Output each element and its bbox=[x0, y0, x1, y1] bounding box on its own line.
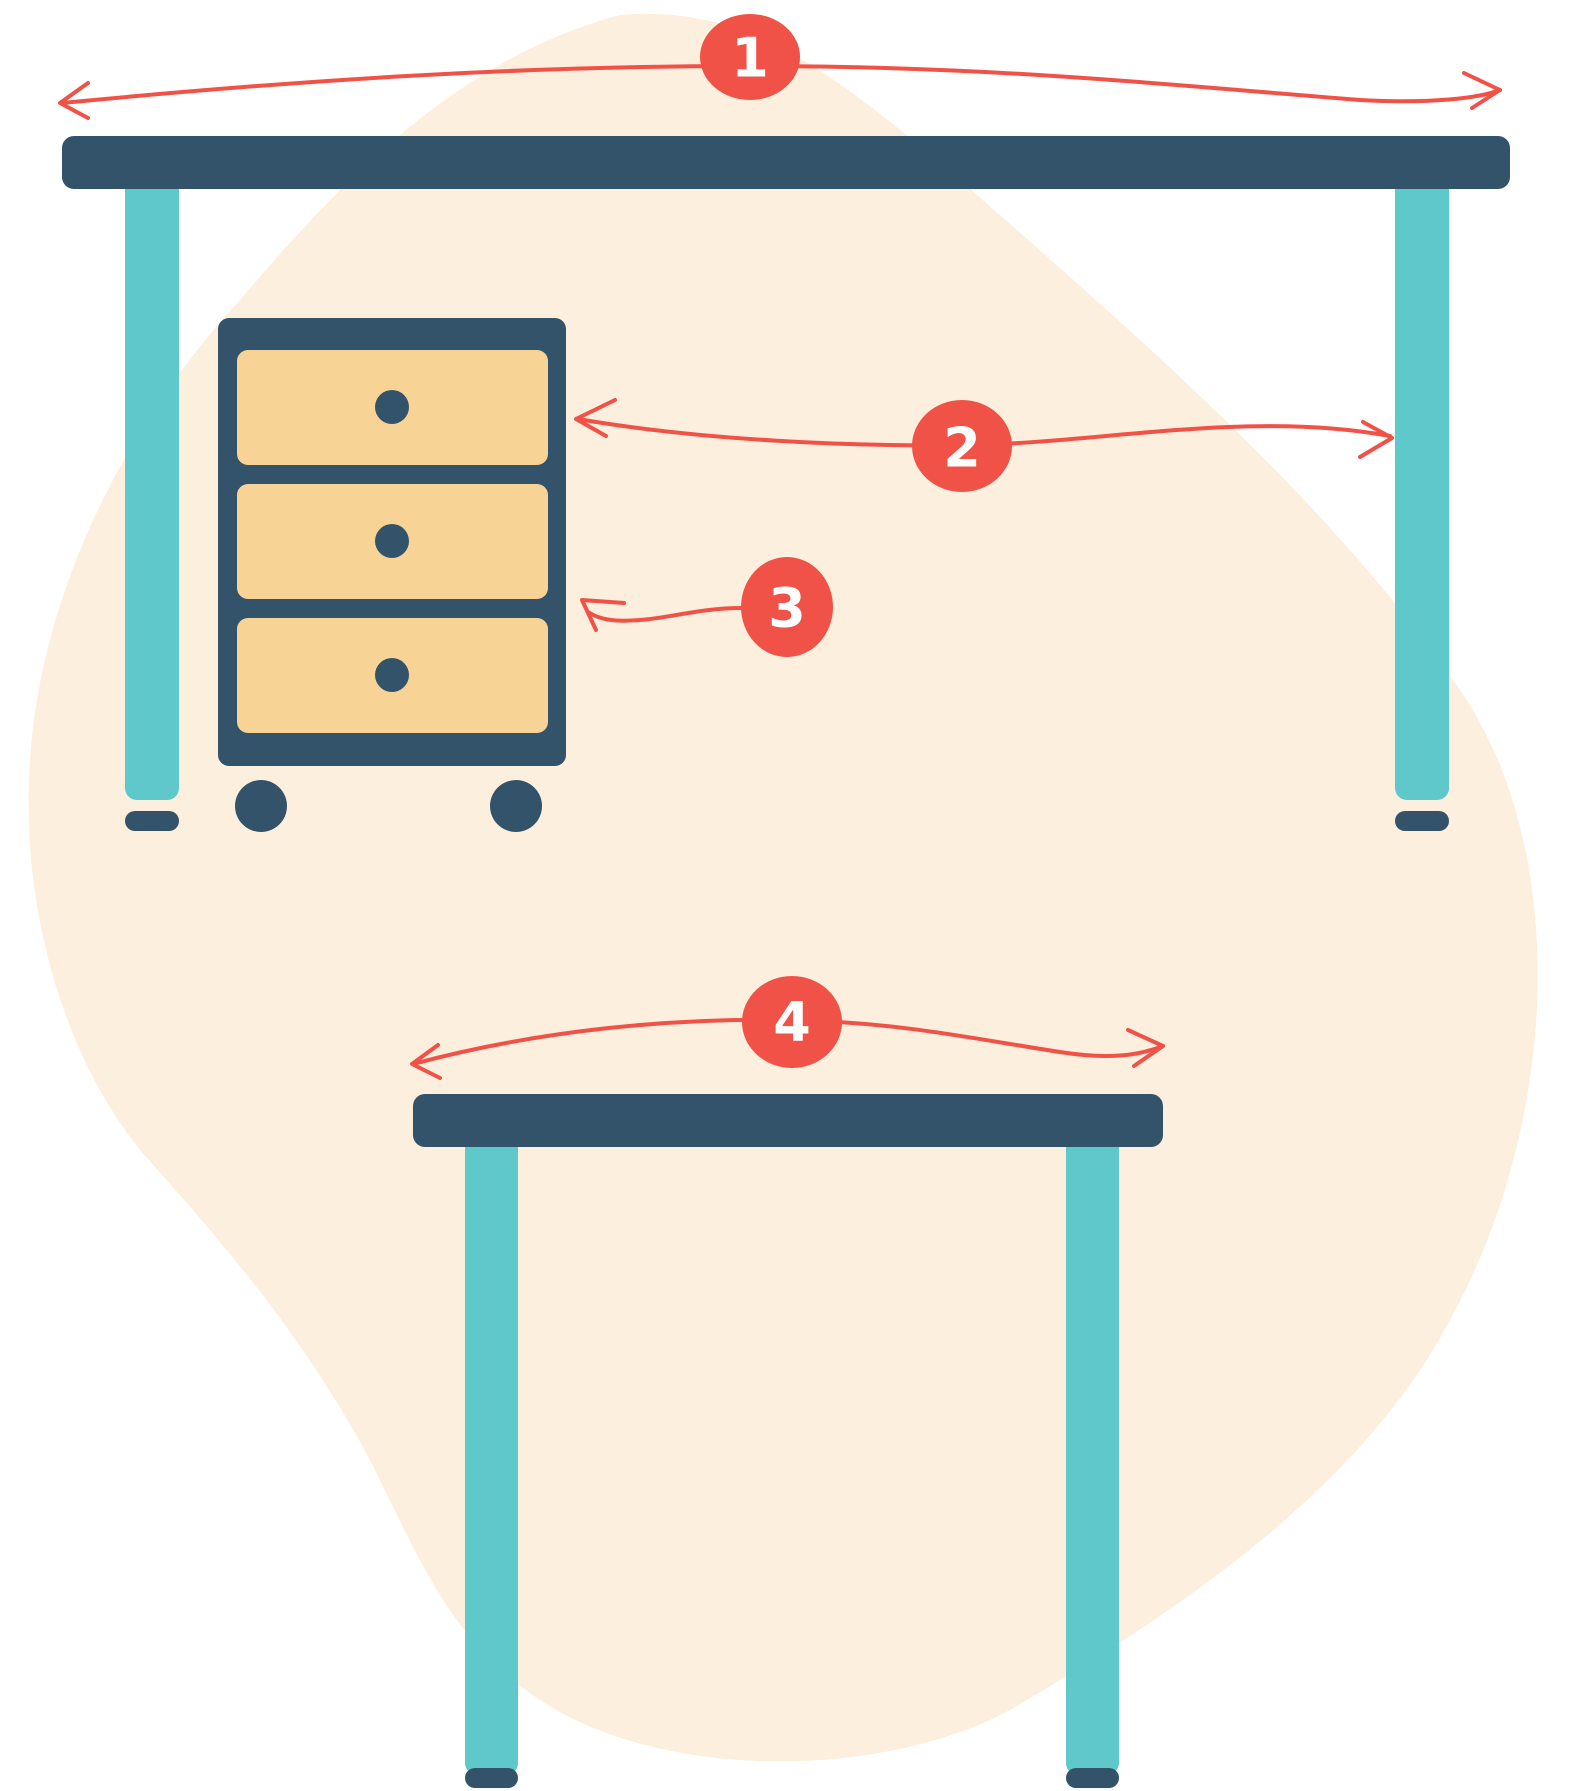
cabinet-wheel-right bbox=[490, 780, 542, 832]
arrow-2-right-head bbox=[1360, 422, 1392, 457]
rolling-drawer-cabinet-icon bbox=[218, 318, 566, 832]
large-desk-leg-right bbox=[1395, 170, 1449, 800]
large-desk-foot-right bbox=[1395, 811, 1449, 831]
large-desk-foot-left bbox=[125, 811, 179, 831]
badge-1-label: 1 bbox=[731, 27, 769, 90]
small-table-foot-right bbox=[1066, 1768, 1119, 1788]
callout-badge-3: 3 bbox=[741, 557, 833, 657]
small-table-top bbox=[413, 1094, 1163, 1147]
cabinet-wheel-left bbox=[235, 780, 287, 832]
badge-3-label: 3 bbox=[768, 577, 806, 640]
large-desk-leg-left bbox=[125, 170, 179, 800]
drawer-bottom-knob bbox=[375, 658, 409, 692]
badge-2-label: 2 bbox=[943, 417, 981, 480]
callout-badge-4: 4 bbox=[742, 976, 842, 1068]
drawer-middle-knob bbox=[375, 524, 409, 558]
small-table-foot-left bbox=[465, 1768, 518, 1788]
background-blob-shape bbox=[28, 14, 1537, 1761]
callout-badge-2: 2 bbox=[912, 400, 1012, 492]
small-table-leg-left bbox=[465, 1135, 518, 1775]
small-table-leg-right bbox=[1066, 1135, 1119, 1775]
callout-badge-1: 1 bbox=[700, 14, 800, 100]
drawer-top-knob bbox=[375, 390, 409, 424]
badge-4-label: 4 bbox=[773, 991, 811, 1054]
large-desk-top bbox=[62, 136, 1510, 189]
